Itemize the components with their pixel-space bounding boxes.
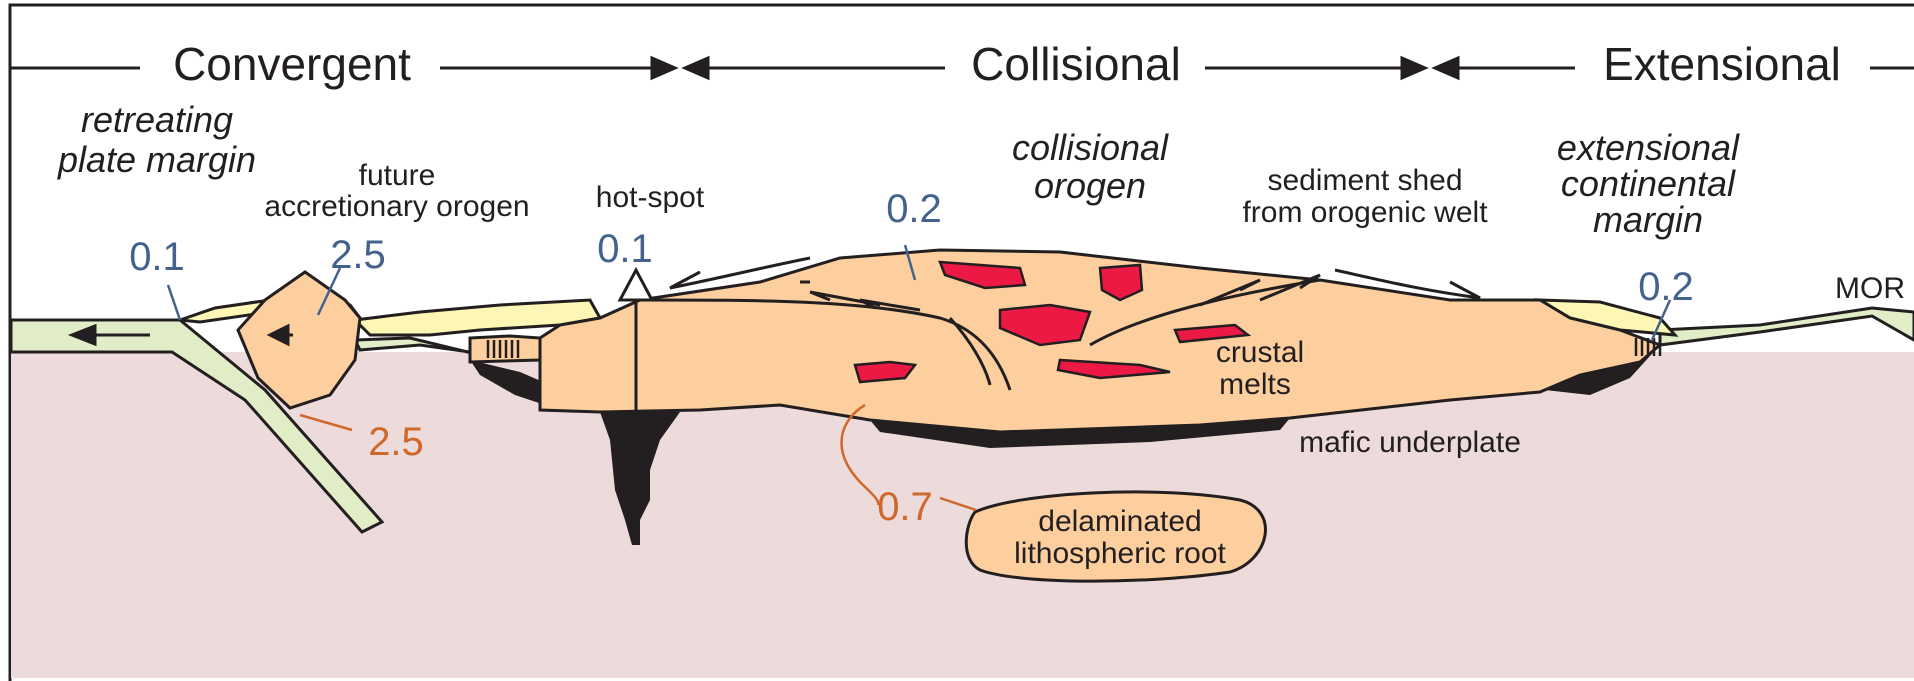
label-mafic-underplate: mafic underplate	[1299, 426, 1521, 459]
label-sediment-2: from orogenic welt	[1242, 196, 1488, 229]
header-collisional: Collisional	[971, 38, 1181, 90]
value-accretionary: 2.5	[330, 233, 386, 277]
value-hotspot: 0.1	[597, 227, 653, 271]
label-future-1: future	[359, 159, 436, 192]
value-slab: 2.5	[368, 420, 424, 464]
label-collisional-orogen-2: orogen	[1034, 165, 1146, 206]
label-mor: MOR	[1835, 272, 1905, 305]
label-sediment-1: sediment shed	[1267, 164, 1462, 197]
label-delaminated-1: delaminated	[1038, 505, 1201, 538]
label-delaminated-2: lithospheric root	[1014, 537, 1226, 570]
label-hotspot: hot-spot	[596, 181, 705, 214]
label-crustal-1: crustal	[1216, 336, 1304, 369]
label-retreating-2: plate margin	[57, 139, 256, 180]
label-crustal-2: melts	[1219, 368, 1291, 401]
value-delaminated: 0.7	[877, 485, 933, 529]
value-collisional: 0.2	[886, 187, 942, 231]
label-extensional-2: continental	[1561, 163, 1736, 204]
label-retreating-1: retreating	[81, 99, 233, 140]
value-extensional: 0.2	[1638, 265, 1694, 309]
header-extensional: Extensional	[1603, 38, 1841, 90]
label-extensional-1: extensional	[1557, 127, 1740, 168]
label-future-2: accretionary orogen	[264, 190, 529, 223]
label-collisional-orogen-1: collisional	[1012, 127, 1169, 168]
label-extensional-3: margin	[1593, 199, 1703, 240]
header-convergent: Convergent	[173, 38, 411, 90]
value-convergent-left: 0.1	[129, 235, 185, 279]
